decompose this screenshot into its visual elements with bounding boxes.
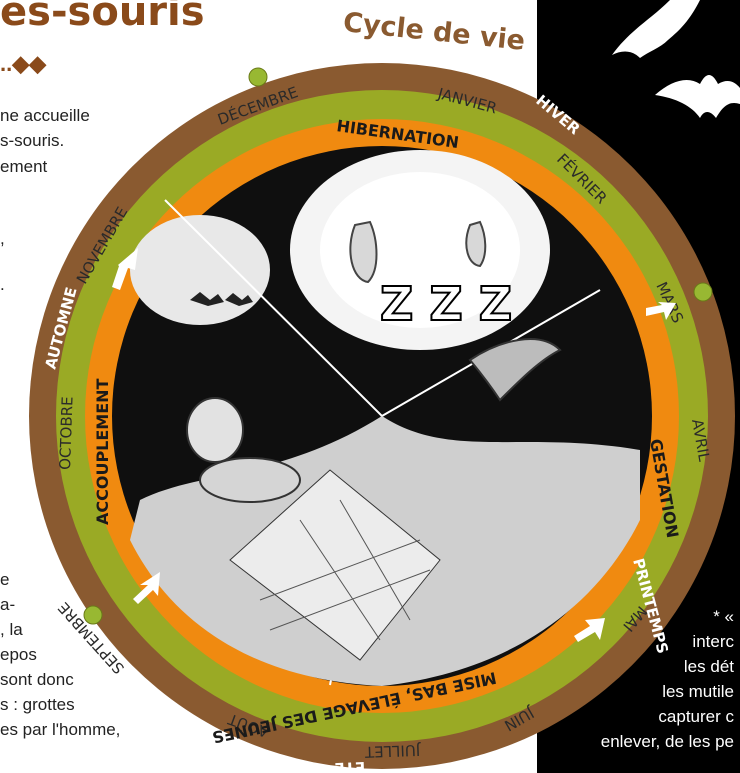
bat-icon	[655, 75, 740, 118]
month-octobre: OCTOBRE	[56, 396, 77, 470]
left-bottom-line: , la	[0, 618, 23, 642]
bat-icon	[612, 0, 700, 58]
left-bottom-line: epos	[0, 643, 37, 667]
left-bottom-line: e	[0, 568, 9, 592]
left-text-line: ement	[0, 155, 47, 179]
sleep-letters: Z Z Z	[380, 277, 512, 331]
month-juillet: JUILLET	[364, 741, 422, 761]
page-title-fragment: es-souris	[0, 0, 205, 36]
left-text-line: ne accueille	[0, 104, 90, 128]
left-bottom-line: sont donc	[0, 668, 74, 692]
left-bottom-line: es par l'homme,	[0, 718, 120, 742]
season-marker-dot	[694, 283, 712, 301]
left-bottom-line: s : grottes	[0, 693, 75, 717]
footnote-line: capturer c	[658, 704, 734, 729]
footnote-line: les dét	[684, 654, 734, 679]
season-marker-dot	[249, 68, 267, 86]
left-text-line: s-souris.	[0, 129, 64, 153]
season-label-ete: ÉTÉ	[334, 758, 365, 773]
footnote-line: les mutile	[662, 679, 734, 704]
left-text-line: .	[0, 273, 5, 297]
footnote-line: enlever, de les pe	[601, 729, 734, 754]
title-ornament-dots: ..◆◆	[0, 52, 46, 76]
footnote-line: interc	[692, 629, 734, 654]
left-text-line: ,	[0, 227, 5, 251]
sleep-z-letters: Z Z Z	[380, 277, 512, 331]
phase-accouplement: ACCOUPLEMENT	[93, 378, 112, 525]
footnote-line: * «	[713, 604, 734, 629]
left-bottom-line: a-	[0, 593, 15, 617]
